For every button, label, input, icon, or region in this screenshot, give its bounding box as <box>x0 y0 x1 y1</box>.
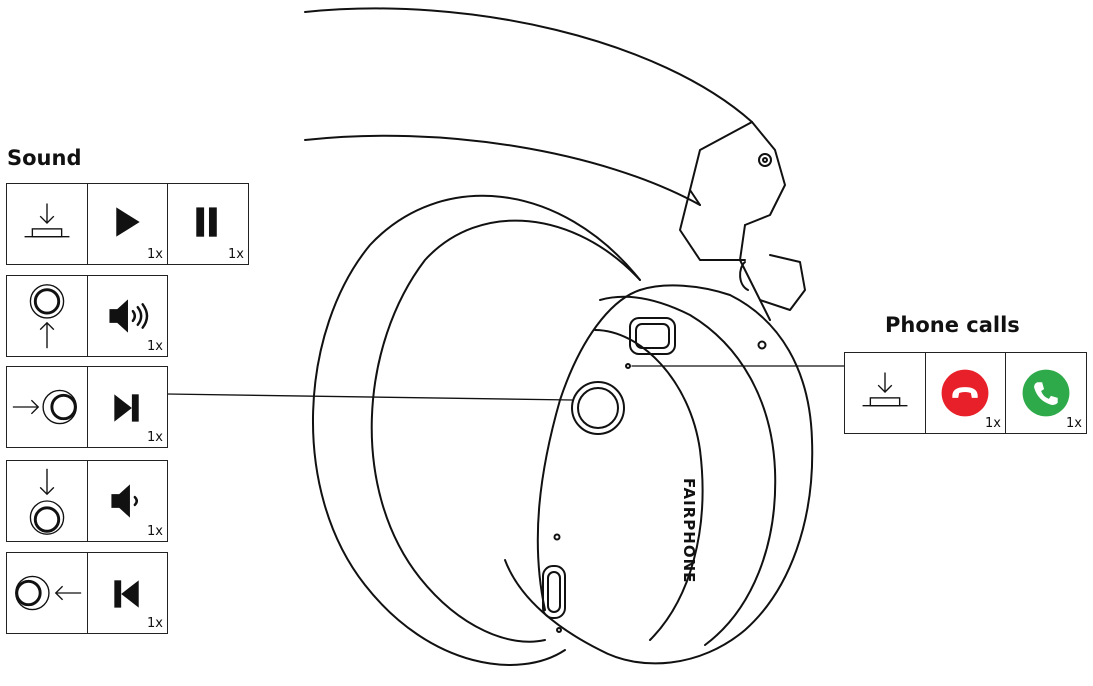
gesture-up-cell <box>6 275 88 357</box>
push-left-icon <box>12 389 77 425</box>
answer-call-count: 1x <box>1066 416 1082 431</box>
volume-down-count: 1x <box>147 524 163 539</box>
pause-icon <box>196 207 217 237</box>
volume-up-cell: 1x <box>87 275 168 357</box>
end-call-icon <box>941 369 989 417</box>
gesture-press-cell <box>6 183 88 265</box>
pause-count: 1x <box>228 247 244 262</box>
next-track-cell: 1x <box>87 366 168 448</box>
gesture-down-cell <box>6 460 88 542</box>
end-call-count: 1x <box>985 416 1001 431</box>
volume-down-cell: 1x <box>87 460 168 542</box>
volume-up-count: 1x <box>147 339 163 354</box>
play-count: 1x <box>147 247 163 262</box>
gesture-left-cell <box>6 366 88 448</box>
play-icon <box>116 207 140 237</box>
play-cell: 1x <box>87 183 168 265</box>
brand-logo: FAIRPHONE <box>680 478 698 584</box>
pause-cell: 1x <box>167 183 249 265</box>
phone-calls-heading: Phone calls <box>885 313 1020 337</box>
press-down-icon <box>24 203 70 238</box>
volume-down-icon <box>111 484 138 518</box>
sound-heading: Sound <box>7 146 82 170</box>
press-down-icon <box>862 372 908 407</box>
answer-call-icon <box>1022 369 1070 417</box>
phone-gesture-press-cell <box>844 352 926 434</box>
previous-track-icon <box>114 580 139 608</box>
previous-track-count: 1x <box>147 616 163 631</box>
push-up-icon <box>29 284 65 349</box>
next-track-count: 1x <box>147 430 163 445</box>
answer-call-cell: 1x <box>1005 352 1087 434</box>
gesture-right-cell <box>6 552 88 634</box>
next-track-icon <box>114 394 139 422</box>
push-right-icon <box>15 575 82 611</box>
previous-track-cell: 1x <box>87 552 168 634</box>
end-call-cell: 1x <box>925 352 1006 434</box>
volume-up-icon <box>109 299 149 333</box>
push-down-icon <box>29 468 65 535</box>
